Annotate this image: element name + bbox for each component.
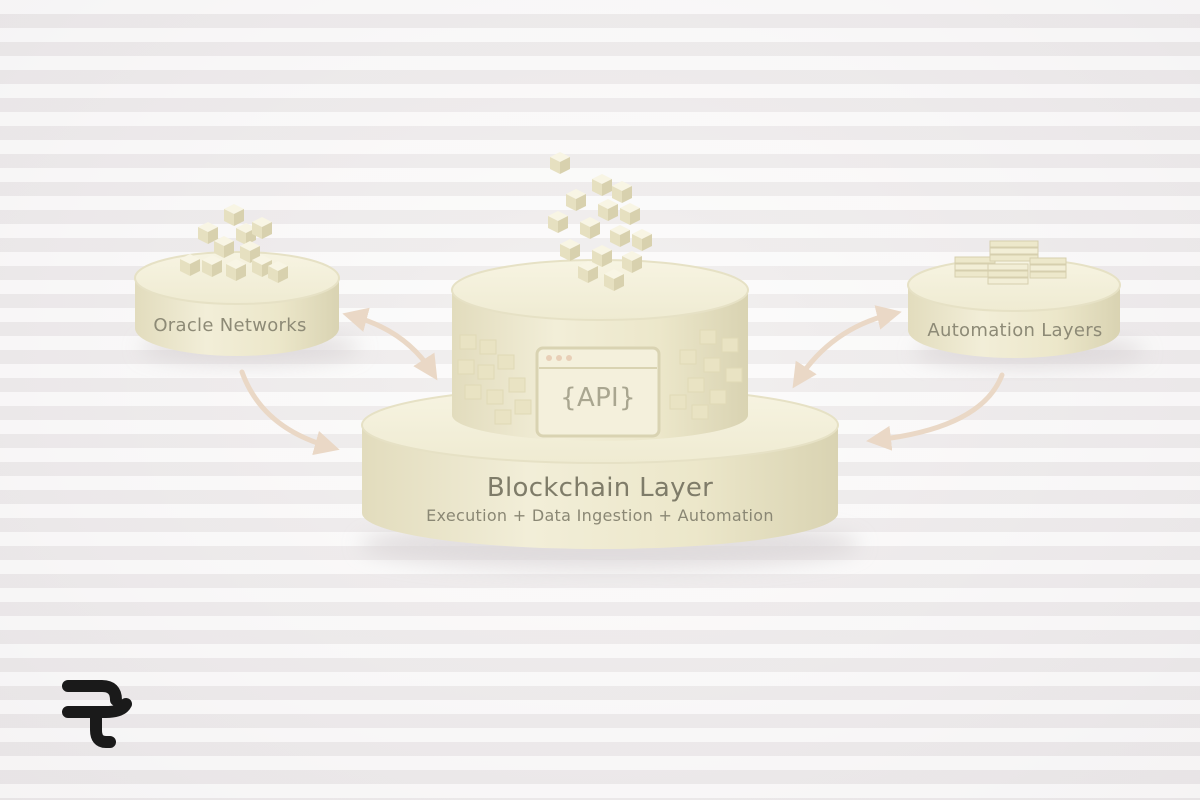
cube-cluster-icon: [180, 204, 288, 283]
bidirectional-arrow-icon: [342, 307, 438, 381]
stacked-cards-icon: [954, 240, 1067, 285]
automation-layers-label: Automation Layers: [927, 320, 1103, 341]
arrow-oracle-to-blockchain: [239, 369, 340, 455]
brand-logo-icon: [62, 680, 132, 748]
api-label: {API}: [560, 383, 636, 413]
browser-window-icon: [535, 346, 661, 438]
bidirectional-arrow-icon: [792, 305, 902, 389]
connection-arrows: [239, 305, 1005, 455]
arrow-automation-to-blockchain: [866, 372, 1005, 451]
blockchain-layer-subtitle: Execution + Data Ingestion + Automation: [426, 506, 774, 525]
oracle-networks-label: Oracle Networks: [153, 315, 307, 336]
blockchain-layer-title: Blockchain Layer: [486, 473, 714, 503]
